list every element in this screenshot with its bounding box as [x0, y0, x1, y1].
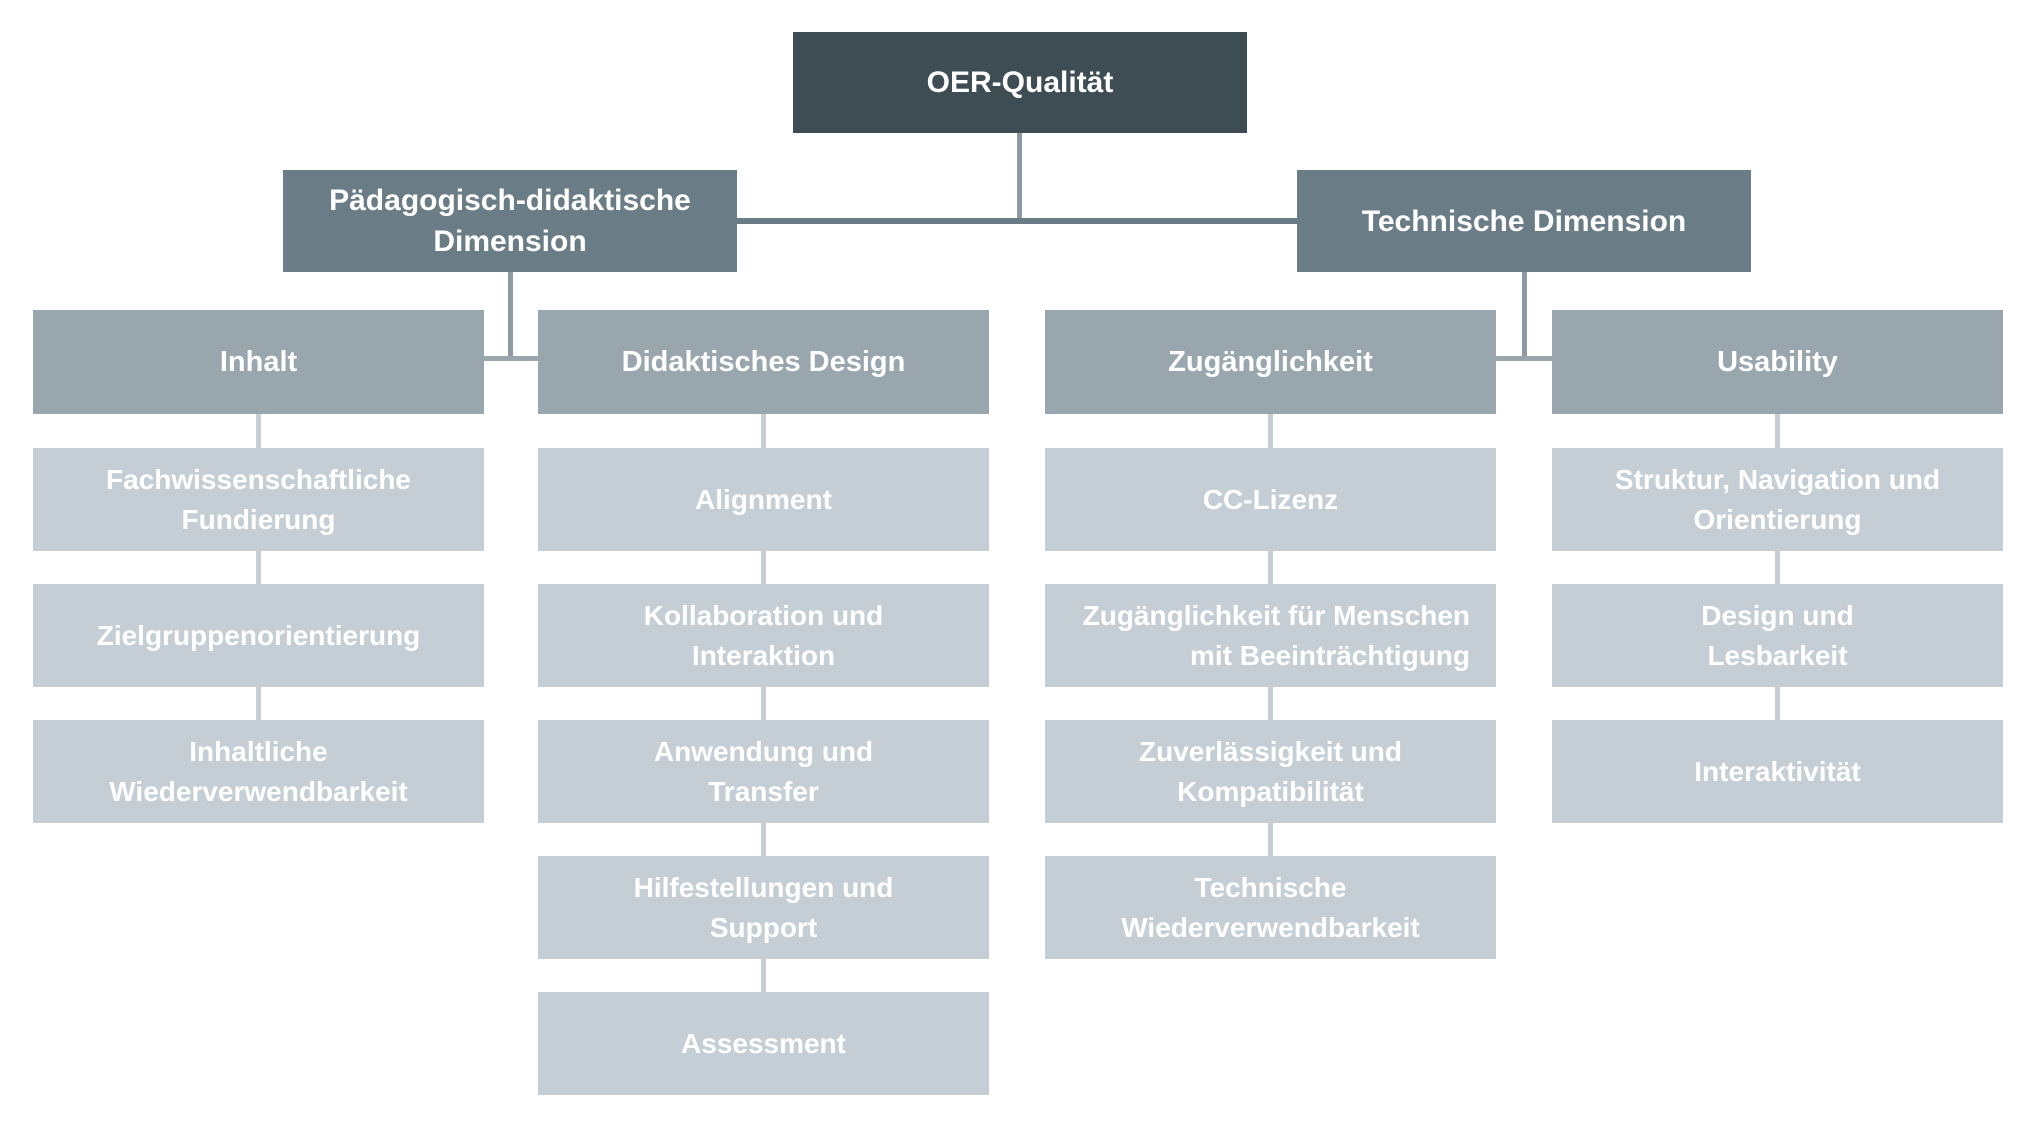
- item-label: Zuverlässigkeit und Kompatibilität: [1139, 735, 1402, 807]
- root-node-oer-qualitaet: OER-Qualität: [793, 32, 1247, 133]
- category-node-didaktisches-design: Didaktisches Design: [538, 310, 989, 414]
- item-cc-lizenz: CC-Lizenz: [1045, 448, 1496, 551]
- item-inhaltliche-wiederverwendbarkeit: Inhaltliche Wiederverwendbarkeit: [33, 720, 484, 823]
- item-label: Zielgruppenorientierung: [96, 619, 421, 651]
- connector-dim1-horizontal: [484, 356, 538, 361]
- category-node-usability: Usability: [1552, 310, 2003, 414]
- item-struktur-navigation-und-orientierung: Struktur, Navigation und Orientierung: [1552, 448, 2003, 551]
- dimension-label: Technische Dimension: [1361, 204, 1687, 238]
- item-label: Design und Lesbarkeit: [1701, 599, 1854, 671]
- item-kollaboration-und-interaktion: Kollaboration und Interaktion: [538, 584, 989, 687]
- dimension-node-technisch: Technische Dimension: [1297, 170, 1751, 272]
- item-assessment: Assessment: [538, 992, 989, 1095]
- connector-col4-c: [1775, 687, 1780, 720]
- item-fachwissenschaftliche-fundierung: Fachwissenschaftliche Fundierung: [33, 448, 484, 551]
- connector-col3-c: [1268, 687, 1273, 720]
- item-label: Alignment: [695, 483, 832, 515]
- item-zuverlaessigkeit-und-kompatibilitaet: Zuverlässigkeit und Kompatibilität: [1045, 720, 1496, 823]
- connector-col3-a: [1268, 414, 1273, 448]
- connector-dim2-vertical: [1522, 272, 1527, 356]
- item-zielgruppenorientierung: Zielgruppenorientierung: [33, 584, 484, 687]
- category-label: Usability: [1717, 346, 1838, 378]
- category-label: Inhalt: [219, 346, 298, 378]
- connector-col3-b: [1268, 551, 1273, 584]
- connector-root-vertical: [1017, 133, 1022, 218]
- item-label: Technische Wiederverwendbarkeit: [1121, 871, 1420, 943]
- item-label: CC-Lizenz: [1202, 483, 1339, 515]
- category-label: Didaktisches Design: [621, 346, 906, 378]
- item-label: Assessment: [681, 1027, 846, 1059]
- connector-col2-b: [761, 551, 766, 584]
- item-hilfestellungen-und-support: Hilfestellungen und Support: [538, 856, 989, 959]
- connector-col3-d: [1268, 823, 1273, 856]
- connector-col2-e: [761, 959, 766, 992]
- connector-col1-c: [256, 687, 261, 720]
- item-alignment: Alignment: [538, 448, 989, 551]
- connector-col2-a: [761, 414, 766, 448]
- connector-col1-b: [256, 551, 261, 584]
- connector-col4-a: [1775, 414, 1780, 448]
- item-label: Fachwissenschaftliche Fundierung: [105, 463, 411, 535]
- connector-col2-c: [761, 687, 766, 720]
- connector-col4-b: [1775, 551, 1780, 584]
- connector-dim1-vertical: [508, 272, 513, 356]
- item-label: Anwendung und Transfer: [653, 735, 874, 807]
- item-interaktivitaet: Interaktivität: [1552, 720, 2003, 823]
- item-label: Zugänglichkeit für Menschen mit Beeinträ…: [1082, 599, 1470, 671]
- item-label: Hilfestellungen und Support: [633, 871, 894, 943]
- connector-dim2-horizontal: [1496, 356, 1552, 361]
- connector-col2-d: [761, 823, 766, 856]
- item-label: Interaktivität: [1694, 755, 1861, 787]
- connector-col1-a: [256, 414, 261, 448]
- root-node-label: OER-Qualität: [926, 66, 1114, 99]
- category-node-zugaenglichkeit: Zugänglichkeit: [1045, 310, 1496, 414]
- connector-root-horizontal: [737, 218, 1297, 224]
- item-anwendung-und-transfer: Anwendung und Transfer: [538, 720, 989, 823]
- dimension-node-paedagogisch-didaktisch: Pädagogisch-didaktische Dimension: [283, 170, 737, 272]
- item-label: Struktur, Navigation und Orientierung: [1614, 463, 1941, 535]
- dimension-label: Pädagogisch-didaktische Dimension: [329, 184, 691, 258]
- category-node-inhalt: Inhalt: [33, 310, 484, 414]
- category-label: Zugänglichkeit: [1168, 346, 1373, 378]
- item-label: Inhaltliche Wiederverwendbarkeit: [109, 735, 408, 807]
- item-design-und-lesbarkeit: Design und Lesbarkeit: [1552, 584, 2003, 687]
- item-label: Kollaboration und Interaktion: [643, 599, 884, 671]
- item-technische-wiederverwendbarkeit: Technische Wiederverwendbarkeit: [1045, 856, 1496, 959]
- item-zugaenglichkeit-fuer-menschen-mit-beeintraechtigung: Zugänglichkeit für Menschen mit Beeinträ…: [1045, 584, 1496, 687]
